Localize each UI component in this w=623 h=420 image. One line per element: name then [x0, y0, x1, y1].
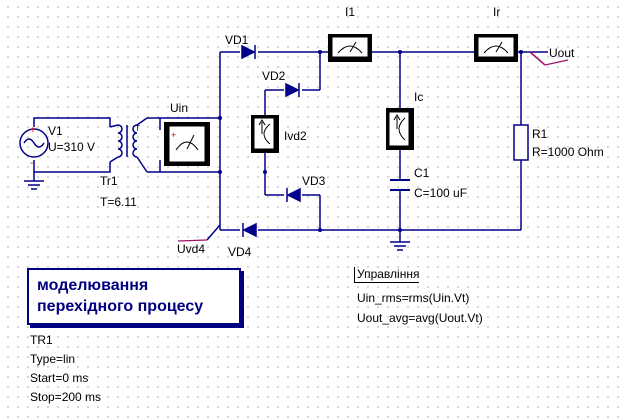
tr1-name: Tr1: [100, 174, 118, 188]
uout-label: Uout: [549, 46, 575, 60]
uin-label: Uin: [170, 101, 188, 115]
diode-vd3-icon: [286, 187, 301, 203]
diode-vd1-icon: [241, 44, 256, 60]
uvd4-label: Uvd4: [177, 242, 205, 256]
ammeter-ivd2-icon: [251, 115, 279, 153]
wires: [33, 51, 548, 242]
equation-uout-avg: Uout_avg=avg(Uout.Vt): [357, 311, 483, 325]
vd2-label: VD2: [262, 69, 286, 83]
ground-icon: [390, 241, 410, 251]
uvd4-probe-icon: [177, 239, 208, 242]
analysis-type: Type=lin: [30, 352, 76, 366]
ic-label: Ic: [414, 90, 423, 104]
ir-label: Ir: [493, 5, 500, 19]
v1-name: V1: [48, 124, 63, 138]
diode-vd2-icon: [285, 82, 300, 98]
resistor-symbol: [513, 124, 529, 161]
i1-label: I1: [345, 5, 355, 19]
diode-vd4-icon: [242, 222, 257, 238]
analysis-stop: Stop=200 ms: [30, 390, 102, 404]
capacitor-symbol: [390, 179, 410, 191]
ground-icon: [24, 180, 44, 190]
vd3-label: VD3: [302, 174, 326, 188]
title-line-2: перехідного процесу: [37, 298, 204, 315]
r1-name: R1: [532, 127, 548, 141]
transformer-tap-label: T: [135, 124, 140, 133]
c1-name: C1: [414, 166, 430, 180]
vd4-label: VD4: [228, 245, 252, 259]
tr1-value: T=6.11: [100, 195, 137, 209]
voltage-source-symbol: [19, 128, 49, 158]
c1-value: C=100 uF: [414, 186, 467, 200]
uout-probe-icon: [544, 59, 569, 66]
r1-value: R=1000 Ohm: [532, 145, 604, 159]
minus-sign: -: [30, 158, 33, 169]
voltmeter-uin-symbol: +: [164, 122, 210, 166]
ammeter-ir-icon: [474, 34, 518, 62]
vd1-label: VD1: [225, 33, 249, 47]
transformer-symbol: [109, 117, 148, 173]
title-line-1: моделювання: [37, 277, 149, 294]
v1-value: U=310 V: [48, 140, 95, 154]
ivd2-label: Ivd2: [284, 129, 307, 143]
equation-uin-rms: Uin_rms=rms(Uin.Vt): [357, 291, 470, 305]
plus-sign: +: [30, 125, 36, 136]
equations-header: Управління: [354, 267, 420, 283]
ammeter-ic-icon: [386, 108, 414, 150]
svg-text:+: +: [171, 130, 176, 140]
ammeter-i1-icon: [328, 34, 372, 62]
analysis-start: Start=0 ms: [30, 371, 89, 385]
analysis-name: TR1: [30, 333, 53, 347]
title-box: моделювання перехідного процесу: [27, 268, 241, 325]
